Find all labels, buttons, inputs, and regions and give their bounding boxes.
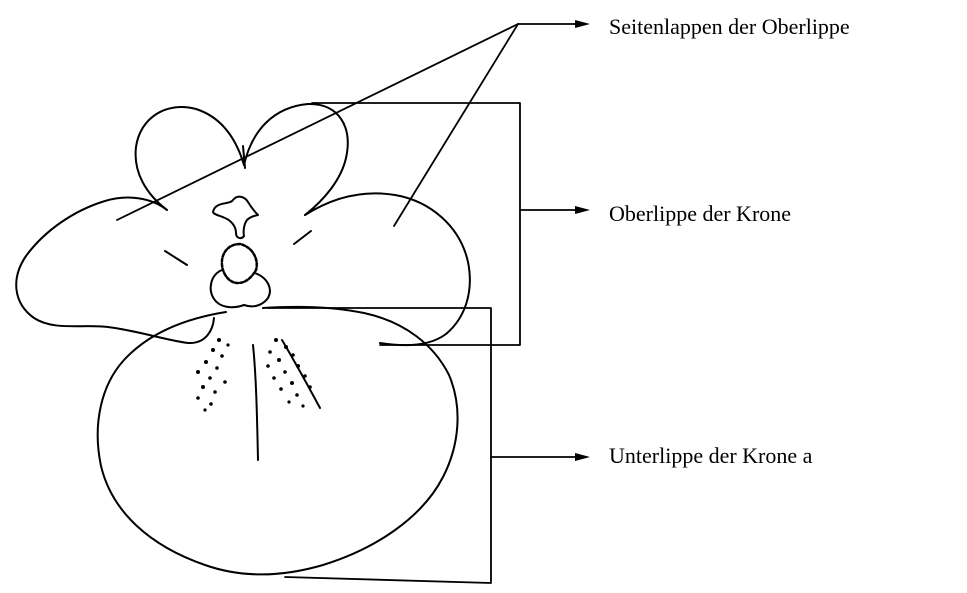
lower-lip xyxy=(98,307,458,575)
label-seitenlappen: Seitenlappen der Oberlippe xyxy=(609,16,850,38)
centre-hood-left xyxy=(211,270,244,307)
centre-column xyxy=(222,244,257,283)
lateral-lobe-right xyxy=(305,193,470,345)
leader-unterlippe xyxy=(268,308,590,583)
centre-crest xyxy=(213,197,258,238)
upper-petal-left xyxy=(136,107,244,210)
lower-lip-vein-left xyxy=(253,345,258,460)
label-oberlippe: Oberlippe der Krone xyxy=(609,203,791,225)
lateral-lobe-left-inner xyxy=(165,251,187,265)
lower-lip-vein-right xyxy=(282,340,320,408)
label-unterlippe: Unterlippe der Krone a xyxy=(609,445,812,467)
centre-hood-right xyxy=(244,273,270,306)
lateral-lobe-right-inner xyxy=(294,231,311,244)
upper-petal-right xyxy=(244,104,348,215)
